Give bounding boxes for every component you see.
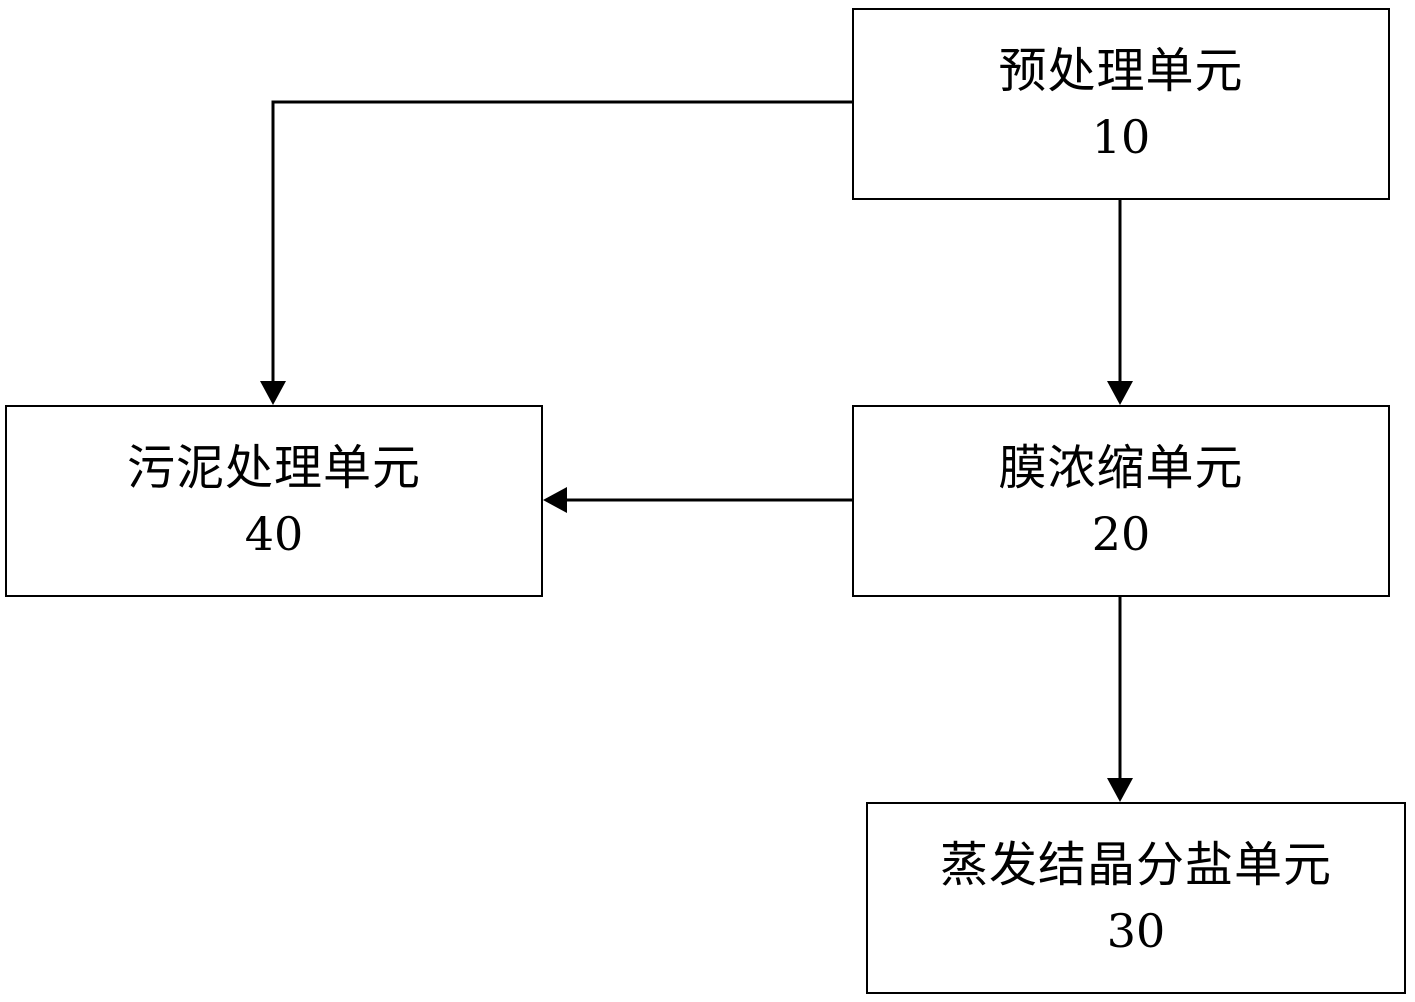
- pretreatment-unit-box: 预处理单元 10: [852, 8, 1390, 200]
- arrowhead-down-icon: [1107, 381, 1133, 405]
- membrane-unit-name: 膜浓缩单元: [998, 440, 1244, 496]
- arrowhead-left-icon: [543, 487, 567, 513]
- membrane-unit-code: 20: [1091, 507, 1151, 561]
- pretreatment-unit-name: 预处理单元: [998, 43, 1244, 99]
- sludge-unit-name: 污泥处理单元: [126, 440, 421, 496]
- edge-20-to-30: [1107, 597, 1133, 802]
- evaporation-unit-box: 蒸发结晶分盐单元 30: [866, 802, 1406, 994]
- edge-20-to-40: [543, 487, 852, 513]
- pretreatment-unit-code: 10: [1091, 110, 1151, 164]
- sludge-unit-box: 污泥处理单元 40: [5, 405, 543, 597]
- arrowhead-down-icon: [260, 381, 286, 405]
- sludge-unit-code: 40: [244, 507, 304, 561]
- edge-10-to-20: [1107, 200, 1133, 405]
- membrane-unit-box: 膜浓缩单元 20: [852, 405, 1390, 597]
- arrowhead-down-icon: [1107, 778, 1133, 802]
- edge-10-to-40-line: [271, 100, 852, 382]
- evaporation-unit-code: 30: [1106, 904, 1166, 958]
- evaporation-unit-name: 蒸发结晶分盐单元: [939, 837, 1332, 893]
- edge-10-to-40: [260, 100, 852, 405]
